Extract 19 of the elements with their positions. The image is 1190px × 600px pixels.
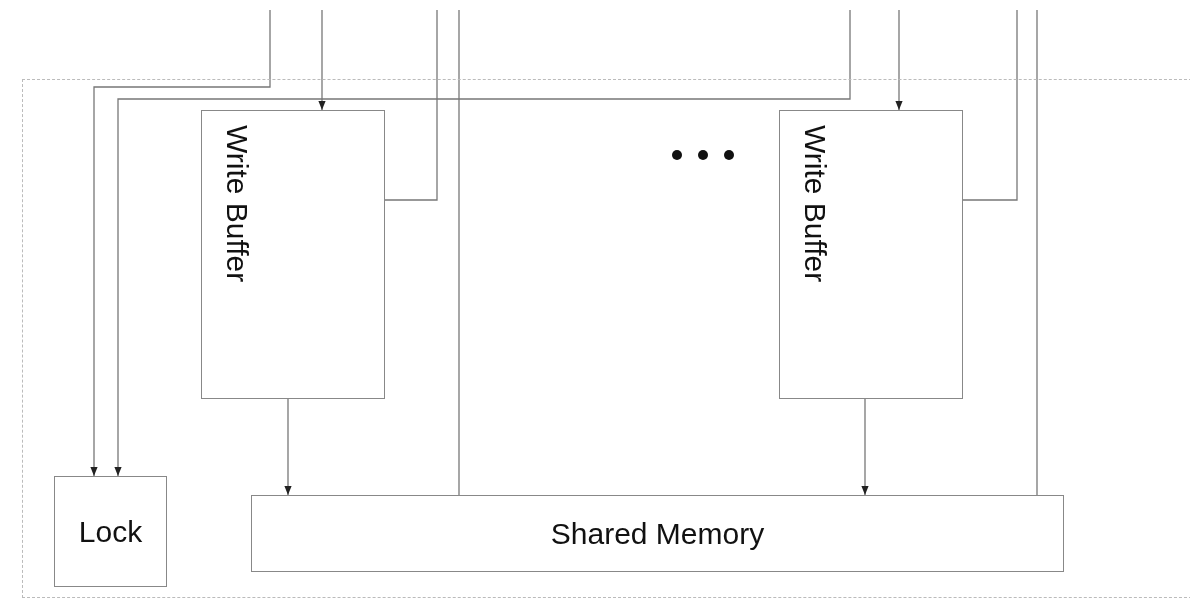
box-label: Lock bbox=[78, 514, 143, 549]
box-label: Shared Memory bbox=[550, 516, 765, 551]
arrow bbox=[114, 9, 851, 477]
arrow bbox=[90, 9, 271, 477]
connector-line bbox=[1036, 9, 1038, 496]
box-label: Write Buffer bbox=[798, 125, 832, 283]
dashed-boundary bbox=[22, 79, 1190, 598]
write-buffer-box bbox=[779, 110, 963, 399]
arrow bbox=[861, 398, 869, 496]
process-box bbox=[251, 495, 1064, 572]
arrow bbox=[895, 9, 903, 111]
connector-line bbox=[384, 9, 438, 201]
box-label: Write Buffer bbox=[220, 125, 254, 283]
process-box bbox=[54, 476, 167, 587]
arrow bbox=[284, 398, 292, 496]
connector-line bbox=[962, 9, 1018, 201]
connector-line bbox=[458, 9, 460, 496]
write-buffer-box bbox=[201, 110, 385, 399]
arrow bbox=[318, 9, 326, 111]
